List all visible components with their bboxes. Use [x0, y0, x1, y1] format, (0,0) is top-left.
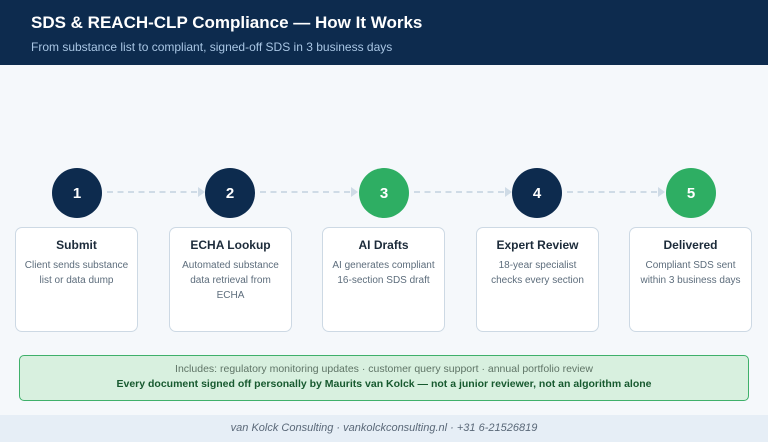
page-subtitle: From substance list to compliant, signed… — [31, 40, 393, 54]
step-description: Client sends substance list or data dump — [24, 260, 129, 286]
step-number: 1 — [72, 184, 82, 202]
step-3-card: AI Drafts AI generates compliant 16-sect… — [322, 227, 445, 332]
step-5-card: Delivered Compliant SDS sent within 3 bu… — [629, 227, 752, 332]
step-number: 3 — [379, 184, 389, 202]
connector-3-4 — [414, 191, 504, 193]
step-title: Submit — [56, 238, 97, 252]
signoff-text: Every document signed off personally by … — [116, 378, 652, 390]
arrow-right-icon — [198, 187, 205, 197]
footer: van Kolck Consulting · vankolckconsultin… — [0, 415, 768, 442]
step-2-circle: 2 — [205, 168, 255, 218]
includes-text: Includes: regulatory monitoring updates … — [175, 363, 593, 375]
step-2-card: ECHA Lookup Automated substance data ret… — [169, 227, 292, 332]
arrow-right-icon — [351, 187, 358, 197]
connector-2-3 — [260, 191, 350, 193]
footer-contact-text: van Kolck Consulting · vankolckconsultin… — [230, 422, 538, 434]
step-title: AI Drafts — [358, 238, 409, 252]
step-title: ECHA Lookup — [190, 238, 271, 252]
step-1-circle: 1 — [52, 168, 102, 218]
step-5-circle: 5 — [666, 168, 716, 218]
step-title: Expert Review — [496, 238, 579, 252]
connector-4-5 — [567, 191, 657, 193]
step-1-card: Submit Client sends substance list or da… — [15, 227, 138, 332]
header: SDS & REACH-CLP Compliance — How It Work… — [0, 0, 768, 65]
step-3-circle: 3 — [359, 168, 409, 218]
arrow-right-icon — [658, 187, 665, 197]
step-number: 4 — [532, 184, 542, 202]
step-title: Delivered — [663, 238, 718, 252]
connector-1-2 — [107, 191, 197, 193]
step-number: 5 — [686, 184, 696, 202]
arrow-right-icon — [505, 187, 512, 197]
step-description: AI generates compliant 16-section SDS dr… — [332, 260, 435, 286]
page-title: SDS & REACH-CLP Compliance — How It Work… — [31, 13, 423, 32]
step-number: 2 — [225, 184, 235, 202]
step-description: Automated substance data retrieval from … — [182, 260, 279, 301]
step-4-card: Expert Review 18-year specialist checks … — [476, 227, 599, 332]
step-4-circle: 4 — [512, 168, 562, 218]
includes-banner: Includes: regulatory monitoring updates … — [19, 355, 749, 401]
step-description: 18-year specialist checks every section — [491, 260, 584, 286]
step-description: Compliant SDS sent within 3 business day… — [640, 260, 741, 286]
